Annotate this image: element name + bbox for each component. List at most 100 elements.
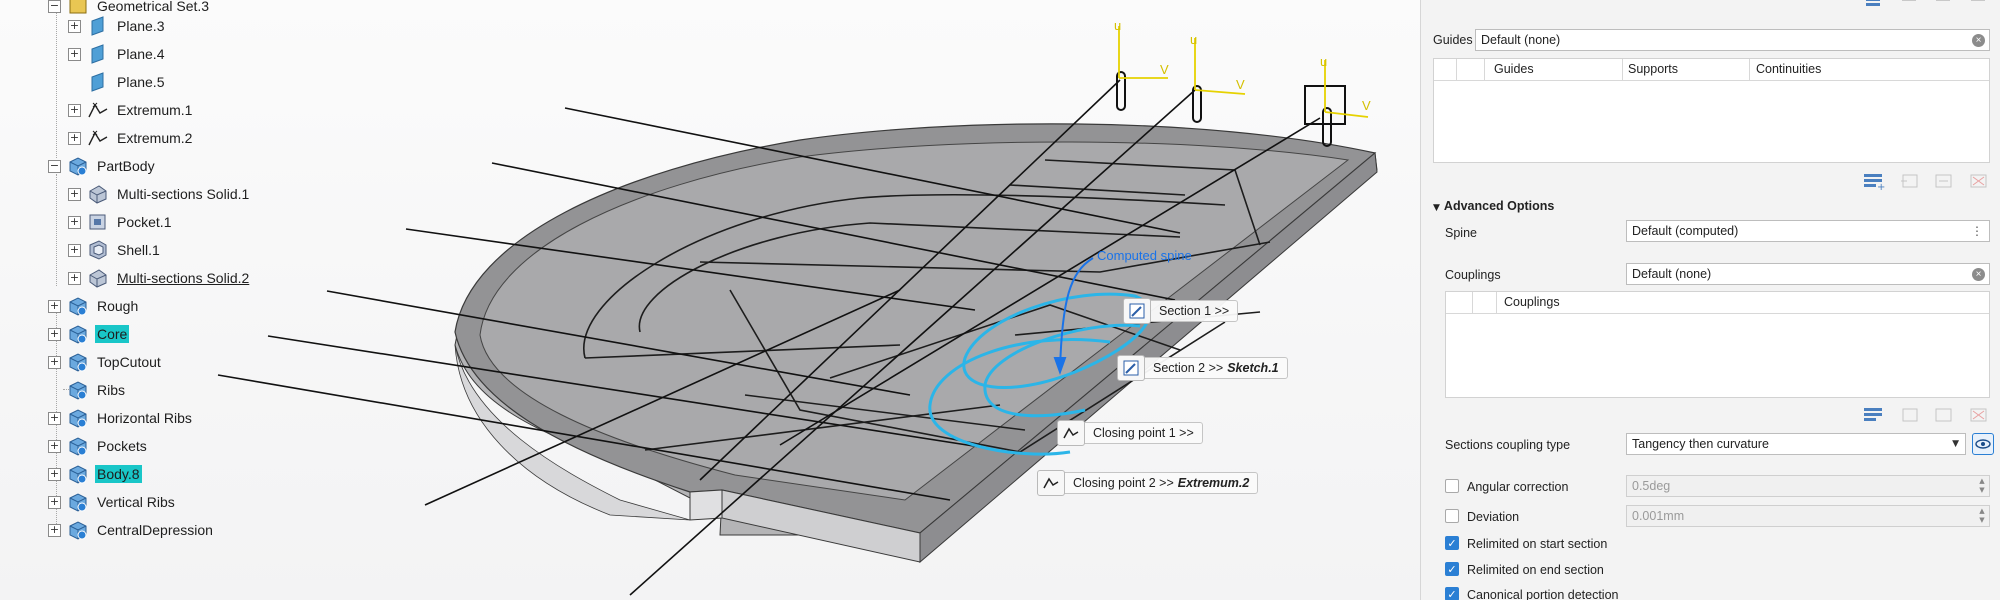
clear-icon[interactable]: × (1972, 34, 1985, 47)
section-1-callout[interactable]: Section 1 >> (1123, 298, 1239, 324)
expand-icon[interactable]: + (68, 270, 81, 285)
relimited-start-checkbox[interactable]: ✓ (1445, 536, 1459, 550)
tree-item[interactable]: −PartBody (48, 154, 157, 178)
tree-item[interactable]: +Core (48, 322, 130, 346)
more-options-icon[interactable]: ⋮ (1971, 224, 1983, 238)
tree-item-label: Plane.4 (117, 46, 165, 62)
body-icon (67, 407, 89, 429)
tree-item[interactable]: +Shell.1 (68, 238, 162, 262)
expand-icon[interactable]: + (48, 410, 61, 425)
add-icon[interactable] (1861, 0, 1887, 14)
body-icon (67, 351, 89, 373)
relimited-end-checkbox[interactable]: ✓ (1445, 562, 1459, 576)
tree-item[interactable]: +Body.8 (48, 462, 142, 486)
tree-item[interactable]: + Rough (48, 294, 140, 318)
tree-item-label: Geometrical Set.3 (97, 0, 210, 14)
couplings-table[interactable]: Couplings (1445, 291, 1990, 398)
add-guide-icon[interactable]: + (1861, 170, 1887, 192)
tree-item[interactable]: +Plane.3 (68, 14, 166, 38)
remove-icon[interactable] (1966, 0, 1992, 14)
insert-icon[interactable] (1897, 0, 1923, 14)
sections-coupling-select[interactable]: Tangency then curvature ▼ (1626, 433, 1966, 455)
deviation-field[interactable]: 0.001mm ▲ ▼ (1626, 505, 1990, 527)
3d-scene[interactable]: u V u V u V (0, 0, 1420, 600)
tree-item[interactable]: Ribs (48, 378, 127, 402)
spine-field[interactable]: Default (computed) ⋮ (1626, 220, 1990, 242)
expand-icon[interactable]: + (68, 18, 81, 33)
tree-item[interactable]: +Extremum.1 (68, 98, 194, 122)
collapse-icon[interactable]: − (48, 0, 61, 13)
tree-item-label: Rough (97, 298, 139, 314)
expand-icon[interactable]: + (68, 186, 81, 201)
tree-item[interactable]: +Pockets (48, 434, 149, 458)
deviation-checkbox[interactable] (1445, 509, 1459, 523)
expand-icon[interactable]: + (48, 466, 61, 481)
geoset-icon (67, 0, 89, 17)
show-coupling-icon[interactable] (1972, 433, 1994, 455)
expand-icon[interactable]: + (48, 494, 61, 509)
remove-coupling-icon[interactable] (1966, 404, 1992, 426)
tree-item[interactable]: Plane.5 (68, 70, 166, 94)
part-under-bevel (454, 344, 691, 521)
tree-item[interactable]: +CentralDepression (48, 518, 215, 542)
advanced-options-header[interactable]: ▼Advanced Options (1433, 199, 1554, 213)
loft-icon (87, 183, 109, 205)
angular-correction-field[interactable]: 0.5deg ▲ ▼ (1626, 475, 1990, 497)
col-couplings[interactable]: Couplings (1504, 295, 1560, 309)
replace-icon[interactable] (1931, 0, 1957, 14)
couplings-field[interactable]: Default (none) × (1626, 263, 1990, 285)
expand-icon[interactable]: + (68, 46, 81, 61)
guides-table[interactable]: Guides Supports Continuities (1433, 58, 1990, 163)
expand-icon[interactable]: + (48, 438, 61, 453)
tree-item[interactable]: +TopCutout (48, 350, 163, 374)
construction-lines (217, 79, 1321, 596)
closing-point-1-callout[interactable]: Closing point 1 >> (1057, 420, 1203, 446)
replace-guide-icon[interactable] (1931, 170, 1957, 192)
tree-item[interactable]: +Pocket.1 (68, 210, 173, 234)
remove-guide-icon[interactable] (1966, 170, 1992, 192)
closing-point-2-callout[interactable]: Closing point 2 >> Extremum.2 (1037, 470, 1259, 496)
col-supports[interactable]: Supports (1628, 62, 1679, 76)
section-2-callout[interactable]: Section 2 >> Sketch.1 (1117, 355, 1288, 381)
3d-viewport[interactable]: u V u V u V Computed spine Section 1 >> (0, 0, 1420, 600)
expand-icon[interactable]: + (68, 242, 81, 257)
clear-icon[interactable]: × (1972, 268, 1985, 281)
expand-icon[interactable]: + (68, 102, 81, 117)
expand-icon[interactable]: + (48, 298, 61, 313)
extremum-icon (1057, 420, 1085, 446)
expand-icon[interactable]: + (48, 326, 61, 341)
col-continuities[interactable]: Continuities (1756, 62, 1822, 76)
body-icon (67, 323, 89, 345)
replace-coupling-icon[interactable] (1931, 404, 1957, 426)
guides-field[interactable]: Default (none) × (1475, 29, 1990, 51)
spin-down-icon[interactable]: ▼ (1979, 516, 1985, 524)
add-coupling-icon[interactable] (1861, 404, 1887, 426)
insert-coupling-icon[interactable] (1897, 404, 1923, 426)
tree-item[interactable]: +Vertical Ribs (48, 490, 177, 514)
tree-item[interactable]: +Horizontal Ribs (48, 406, 194, 430)
spin-up-icon[interactable]: ▲ (1979, 507, 1985, 515)
deviation-label: Deviation (1467, 510, 1520, 524)
spin-up-icon[interactable]: ▲ (1979, 477, 1985, 485)
expand-icon[interactable]: + (48, 522, 61, 537)
expand-icon[interactable]: + (48, 354, 61, 369)
tree-item[interactable]: − Geometrical Set.3 (48, 0, 211, 18)
spin-down-icon[interactable]: ▼ (1979, 486, 1985, 494)
axis-v-label-3: V (1362, 98, 1371, 113)
advanced-options-label: Advanced Options (1443, 199, 1555, 213)
tree-item[interactable]: +Multi-sections Solid.1 (68, 182, 251, 206)
tree-item[interactable]: + Plane.4 (68, 42, 166, 66)
body-icon (67, 295, 89, 317)
body-icon (67, 519, 89, 541)
col-guides[interactable]: Guides (1494, 62, 1534, 76)
collapse-icon[interactable]: − (48, 158, 61, 173)
canonical-checkbox[interactable]: ✓ (1445, 587, 1459, 600)
tree-item[interactable]: +Multi-sections Solid.2 (68, 266, 251, 290)
tree-item[interactable]: +Extremum.2 (68, 126, 194, 150)
expand-icon[interactable]: + (68, 214, 81, 229)
expand-icon[interactable]: + (68, 130, 81, 145)
part-notch (689, 489, 723, 521)
insert-guide-icon[interactable] (1897, 170, 1923, 192)
angular-correction-checkbox[interactable] (1445, 479, 1459, 493)
